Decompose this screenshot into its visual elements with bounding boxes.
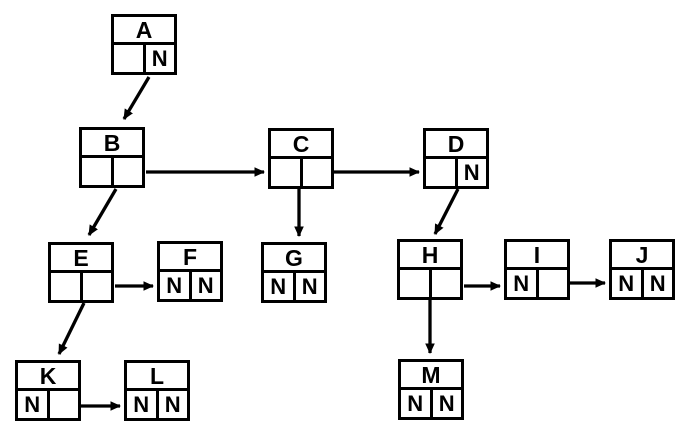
left-pointer-cell: N	[507, 270, 539, 297]
node-label: E	[51, 245, 111, 273]
pointer-cells: N	[18, 391, 78, 418]
right-pointer-cell: N	[197, 272, 214, 298]
node-label: L	[127, 363, 187, 391]
left-pointer-cell	[271, 159, 303, 186]
right-pointer-cell	[539, 270, 568, 297]
left-pointer-cell: N	[612, 270, 644, 297]
pointer-cells: N	[507, 270, 567, 297]
pointer-cells	[82, 158, 142, 185]
left-pointer-cell: N	[127, 391, 159, 418]
node-label: C	[271, 131, 331, 159]
left-pointer-cell: N	[264, 273, 296, 300]
right-pointer-cell: N	[301, 273, 318, 299]
node-label: J	[612, 242, 672, 270]
left-pointer-cell: N	[18, 391, 50, 418]
pointer-cells: N	[426, 159, 486, 186]
node-label: A	[114, 17, 174, 45]
node-label: H	[400, 242, 460, 270]
pointer-cells: N	[114, 45, 174, 72]
left-pointer-cell	[51, 273, 83, 300]
node-B: B	[79, 127, 145, 188]
node-C: C	[268, 128, 334, 189]
edge-A-to-B	[122, 76, 151, 120]
right-pointer-cell	[114, 158, 143, 185]
left-pointer-cell	[426, 159, 458, 186]
right-pointer-cell	[432, 270, 461, 297]
node-label: D	[426, 131, 486, 159]
right-pointer-cell	[50, 391, 79, 418]
node-E: E	[48, 242, 114, 303]
pointer-cells	[51, 273, 111, 300]
edge-B-to-E	[87, 188, 118, 236]
right-pointer-cell: N	[438, 390, 455, 416]
node-label: I	[507, 242, 567, 270]
node-label: B	[82, 130, 142, 158]
left-pointer-cell	[400, 270, 432, 297]
node-label: F	[160, 244, 220, 272]
left-pointer-cell	[82, 158, 114, 185]
right-pointer-cell	[83, 273, 112, 300]
edge-D-to-H	[433, 188, 460, 235]
right-pointer-cell: N	[649, 270, 666, 296]
right-pointer-cell	[303, 159, 332, 186]
edge-E-to-K	[57, 302, 86, 355]
left-pointer-cell	[114, 45, 146, 72]
right-pointer-cell: N	[463, 159, 480, 185]
left-pointer-cell: N	[401, 390, 433, 417]
right-pointer-cell: N	[164, 391, 181, 417]
right-pointer-cell: N	[151, 45, 168, 71]
pointer-cells	[400, 270, 460, 297]
node-label: G	[264, 245, 324, 273]
node-label: M	[401, 362, 461, 390]
node-label: K	[18, 363, 78, 391]
left-pointer-cell: N	[160, 272, 192, 299]
pointer-cells	[271, 159, 331, 186]
node-H: H	[397, 239, 463, 300]
